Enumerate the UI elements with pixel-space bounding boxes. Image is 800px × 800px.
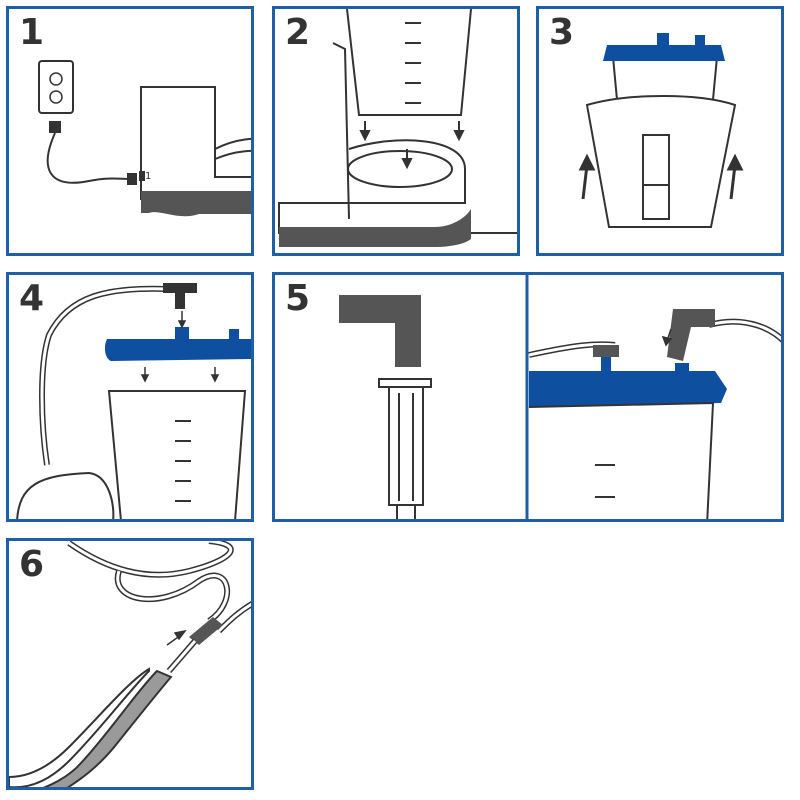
step-number: 3 <box>549 12 575 53</box>
wall-outlet-icon <box>38 60 74 114</box>
step-number: 6 <box>19 544 45 585</box>
step-3-illustration <box>578 33 744 228</box>
svg-text:1: 1 <box>145 171 151 182</box>
elbow-connector-icon <box>339 295 421 367</box>
down-arrow-icon <box>359 121 465 170</box>
step-number: 1 <box>19 12 45 53</box>
step-1-illustration: 1 <box>38 60 251 217</box>
canister-icon <box>346 9 472 116</box>
step-1-panel: 1 1 <box>6 6 254 256</box>
tubing-icon <box>528 318 781 358</box>
step-number: 5 <box>285 278 311 319</box>
syringe-icon <box>378 378 432 519</box>
elbow-connector-icon <box>667 309 715 361</box>
step-5-illustration <box>339 275 781 519</box>
step-6-panel: 6 <box>6 538 254 790</box>
suction-unit-base-icon: 1 <box>139 86 251 217</box>
up-arrow-icon <box>578 153 744 200</box>
blue-lid-icon <box>104 327 251 361</box>
base-holder-icon <box>278 42 517 247</box>
step-4-panel: 4 <box>6 272 254 522</box>
step-3-panel: 3 <box>536 6 784 256</box>
tubing-icon <box>39 283 197 466</box>
canister-icon <box>528 401 715 519</box>
step-number: 4 <box>19 278 45 319</box>
blue-lid-icon <box>529 345 727 407</box>
holder-sleeve-icon <box>585 95 737 228</box>
coiled-tubing-icon <box>67 541 251 634</box>
suction-handle-icon <box>9 617 223 787</box>
down-arrow-icon <box>140 311 220 383</box>
step-4-illustration <box>16 283 251 519</box>
blue-lid-icon <box>603 33 725 61</box>
step-5-panel: 5 <box>272 272 784 522</box>
step-number: 2 <box>285 12 311 53</box>
down-arrow-icon <box>661 328 673 347</box>
step-2-illustration <box>278 9 517 247</box>
step-2-panel: 2 <box>272 6 520 256</box>
canister-icon <box>16 390 247 519</box>
power-plug-icon <box>46 121 137 185</box>
step-6-illustration <box>9 541 251 787</box>
arrow-icon <box>166 629 187 646</box>
